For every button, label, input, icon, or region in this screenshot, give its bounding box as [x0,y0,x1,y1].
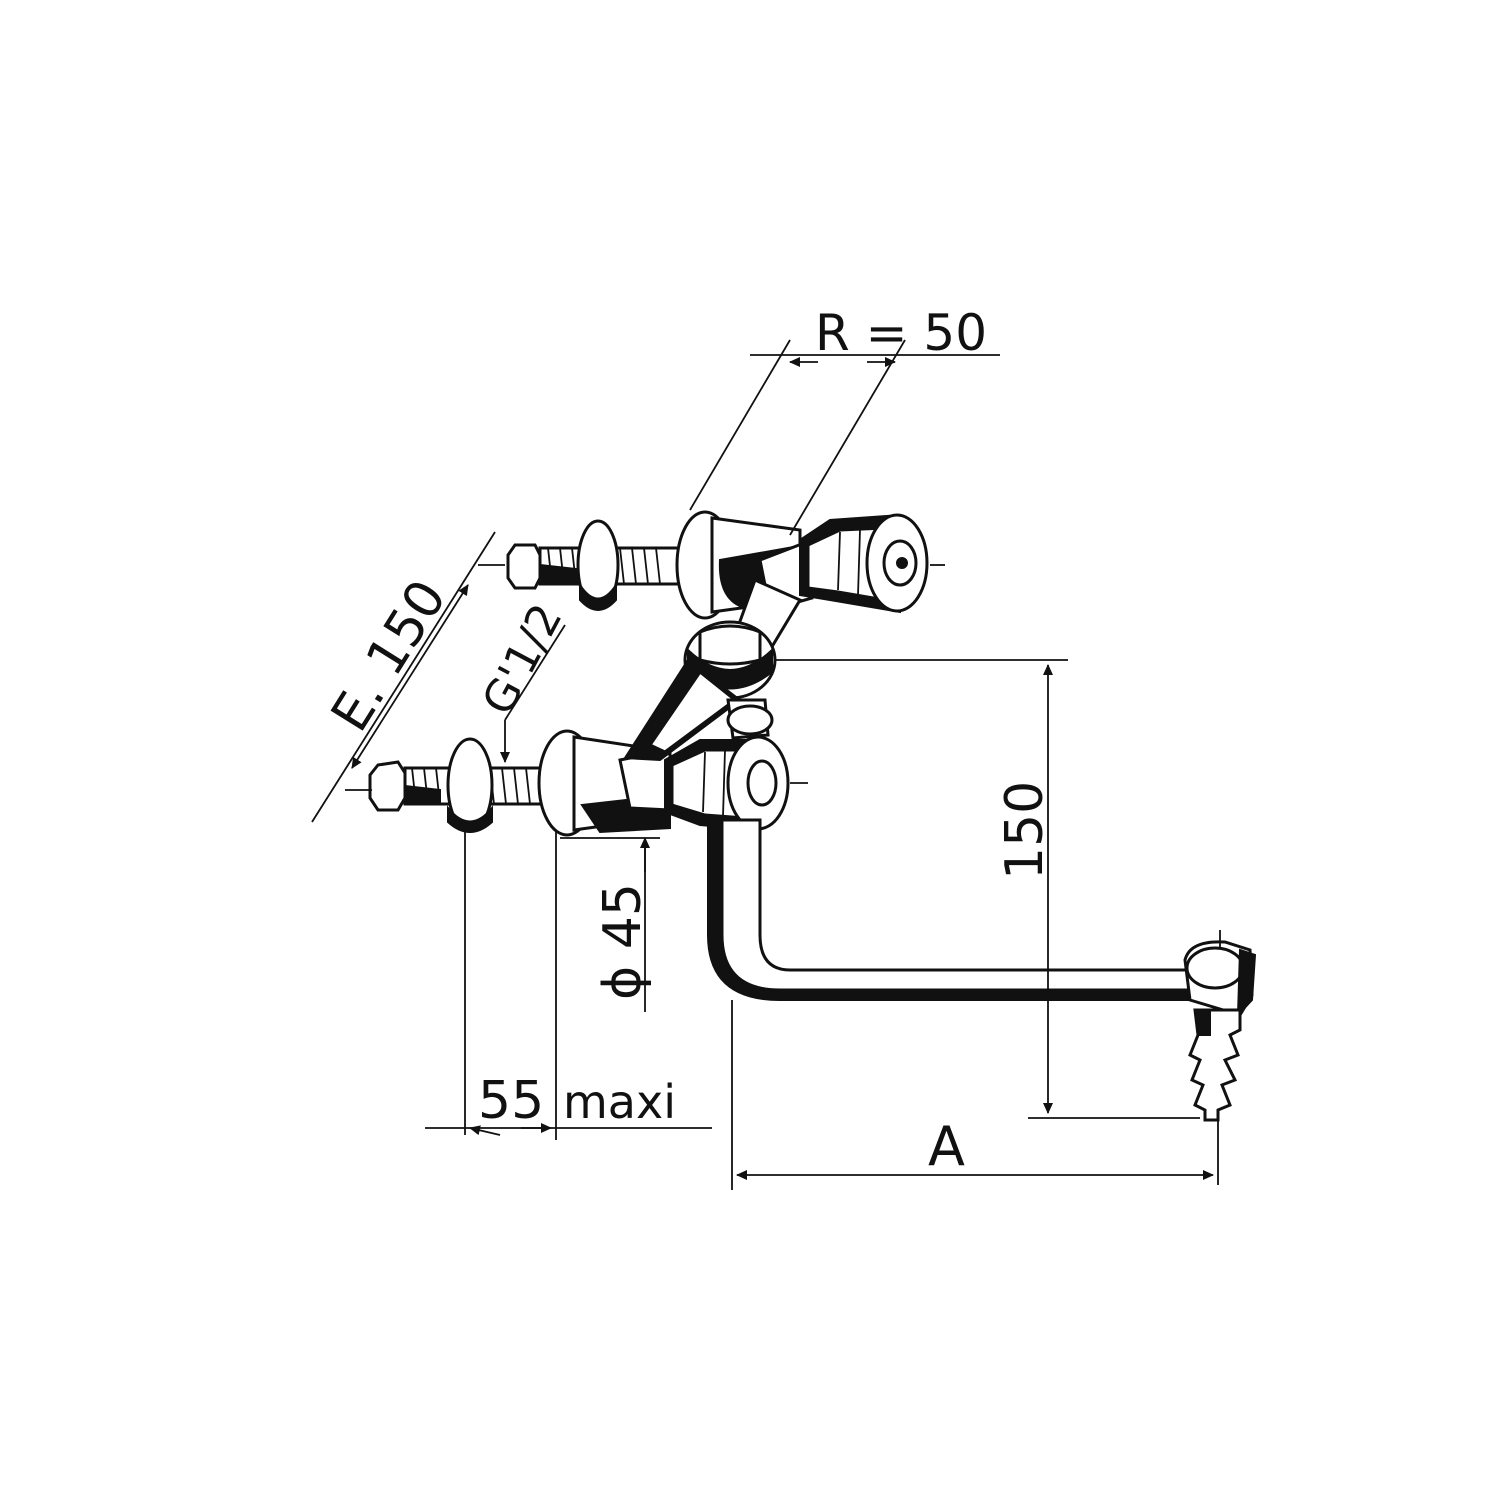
upper-wall-rosette [576,519,620,611]
depth-suffix-label: maxi [563,1075,676,1129]
depth-label: 55 [478,1071,544,1131]
reach-dimension: A [731,1000,1219,1190]
upper-inlet-assembly [506,510,945,620]
diameter-dimension: ϕ 45 [560,837,660,1012]
spacing-label: E. 150 [320,570,458,742]
diameter-label: ϕ 45 [593,883,653,1000]
lower-inlet-assembly [368,729,808,837]
height-label: 150 [995,781,1055,880]
thread-label: G'1/2 [473,596,573,723]
radius-dimension: R = 50 [689,304,1000,536]
swivel-spout [707,818,1257,1122]
lower-wall-rosette [446,737,494,833]
central-body [623,577,803,762]
height-dimension: 150 [775,659,1200,1119]
depth-dimension: 55 maxi [425,832,712,1140]
lower-handwheel [664,735,808,832]
upper-handwheel [799,513,945,614]
radius-label: R = 50 [815,304,987,362]
reach-label: A [928,1115,965,1178]
